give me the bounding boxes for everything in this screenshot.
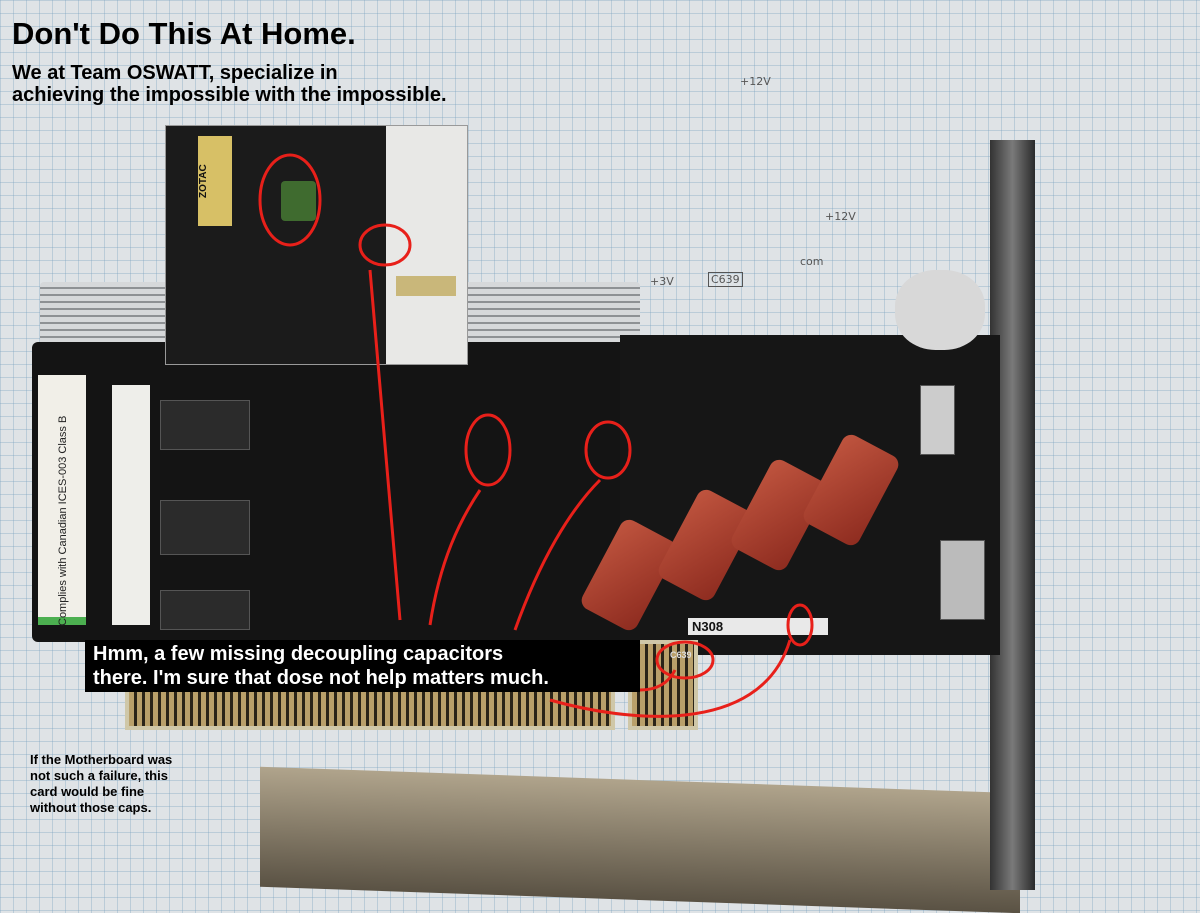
inset-connector <box>396 276 456 296</box>
connector-pins <box>940 540 985 620</box>
annotation-circle <box>258 153 322 247</box>
subtitle-line: We at Team OSWATT, specialize in <box>12 62 338 84</box>
note-line: card would be fine <box>30 784 145 799</box>
memory-chip <box>160 590 250 630</box>
annotation-arrow <box>513 478 602 631</box>
inset-photo: ZOTAC <box>165 125 468 365</box>
annotation-circle <box>358 223 412 267</box>
product-label <box>112 385 150 625</box>
sketch-label: +12V <box>740 75 771 88</box>
sketch-label: C639 <box>708 272 743 287</box>
annotation-arrow <box>639 669 677 692</box>
memory-chip <box>160 500 250 555</box>
sketch-label: +12V <box>825 210 856 223</box>
annotation-caption: Hmm, a few missing decoupling capacitors… <box>85 640 640 692</box>
caption-line: Hmm, a few missing decoupling capacitors <box>93 643 504 665</box>
caption-line: there. I'm sure that dose not help matte… <box>93 667 549 689</box>
page-title: Don't Do This At Home. <box>12 16 356 51</box>
annotation-circle <box>584 420 632 480</box>
side-note: If the Motherboard was not such a failur… <box>30 752 172 816</box>
team-logo <box>895 270 985 350</box>
annotation-circle <box>786 603 814 647</box>
annotation-arrow <box>368 269 402 621</box>
annotation-circle <box>464 413 512 487</box>
memory-chip <box>160 400 250 450</box>
note-line: without those caps. <box>30 800 152 815</box>
annotation-circle <box>655 640 715 680</box>
sketch-label: +3V <box>650 275 674 288</box>
annotation-arrow <box>549 639 792 718</box>
note-line: not such a failure, this <box>30 768 168 783</box>
subtitle-line: achieving the impossible with the imposs… <box>12 84 447 106</box>
annotation-arrow <box>428 489 482 626</box>
compliance-sticker: Complies with Canadian ICES-003 Class B <box>38 375 86 626</box>
green-capacitor <box>281 181 316 221</box>
sketch-label: com <box>800 255 824 268</box>
connector-pins <box>920 385 955 455</box>
pcb-label-n308: N308 <box>688 618 828 635</box>
pcb-label-c639: C639 <box>670 650 692 660</box>
note-line: If the Motherboard was <box>30 752 173 767</box>
